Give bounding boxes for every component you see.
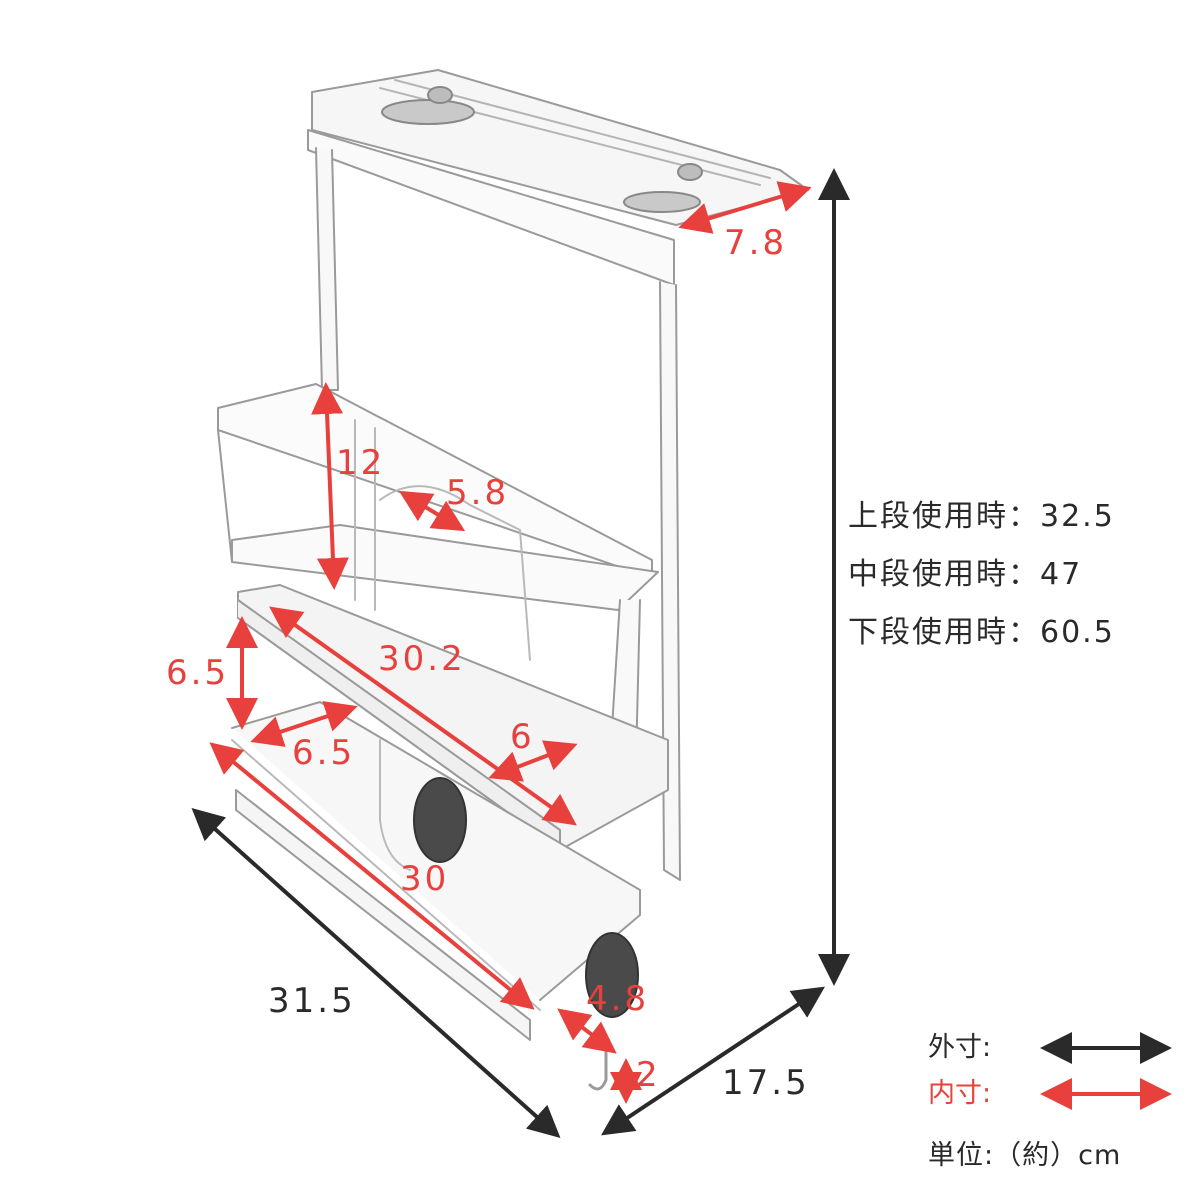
label-tray-depth: 6	[510, 717, 535, 757]
height-upper-text: 上段使用時：32.5	[848, 499, 1115, 534]
side-posts	[315, 147, 681, 881]
legend-unit: 単位:（約）cm	[928, 1140, 1122, 1171]
dim-arrow-rail-depth	[250, 701, 358, 747]
dim-arrow-basket-height	[311, 382, 349, 590]
label-tray-length: 30.2	[378, 639, 466, 679]
label-top-depth: 7.8	[724, 223, 788, 263]
height-middle-text: 中段使用時：47	[848, 557, 1083, 592]
label-rail-length: 30	[400, 859, 450, 899]
height-lower-text: 下段使用時：60.5	[848, 615, 1115, 650]
label-hook-gap: 4.8	[586, 979, 650, 1019]
dim-arrow-overall-width	[191, 807, 561, 1139]
dimension-arrows	[191, 168, 1172, 1139]
legend-outer-label: 外寸:	[928, 1032, 992, 1063]
label-basket-height: 12	[336, 443, 386, 483]
label-overall-depth: 17.5	[722, 1063, 810, 1103]
legend-inner-label: 内寸:	[928, 1078, 992, 1109]
label-basket-inner: 5.8	[446, 473, 510, 513]
rack-illustration	[217, 69, 809, 1091]
dim-arrow-overall-depth	[601, 986, 825, 1136]
dim-arrow-basket-inner	[398, 490, 466, 532]
label-tray-gap: 6.5	[166, 653, 230, 693]
label-overall-width: 31.5	[268, 981, 356, 1021]
label-hook-height: 2	[636, 1055, 661, 1095]
label-rail-depth: 6.5	[292, 733, 356, 773]
dim-arrow-top-depth	[678, 181, 812, 234]
